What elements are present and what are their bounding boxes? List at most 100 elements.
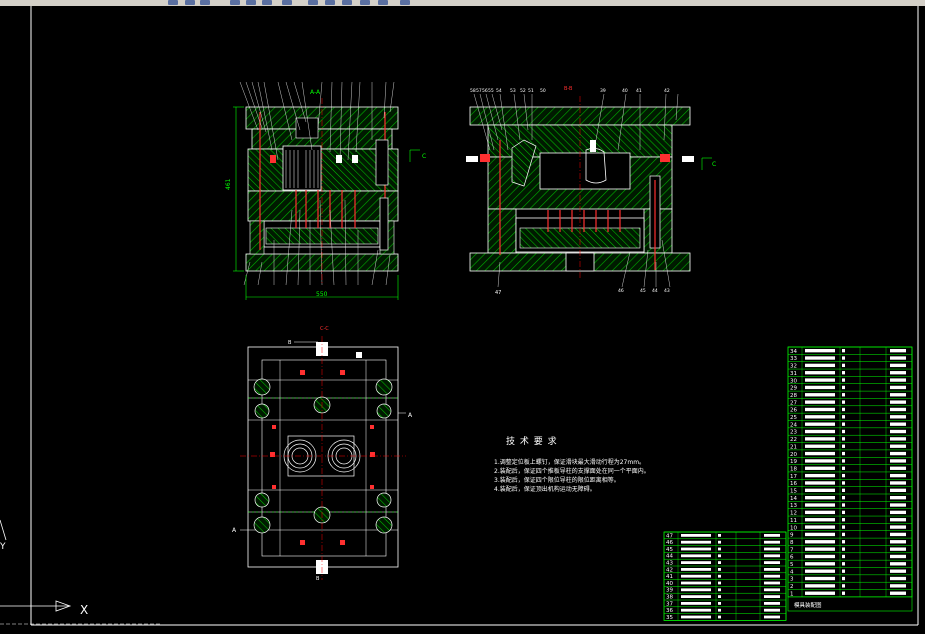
bom-right-row-number: 32 (790, 364, 797, 370)
section-b-top-label: 55 (488, 88, 494, 94)
bom-right-row-number: 30 (790, 378, 797, 384)
section-a-side-mark: C (422, 153, 426, 160)
section-b-bottom-label: 44 (652, 288, 658, 294)
section-b-top-label: 39 (600, 88, 606, 94)
section-b-side-mark: C (712, 161, 716, 168)
bom-right-row-number: 20 (790, 452, 797, 458)
tech-req-item-3: 3.装配后，保证四个限位导柱的限位距离相等。 (494, 477, 620, 484)
drawing-canvas[interactable]: A-A 461 550 C (0, 6, 925, 630)
section-a-title: A-A (310, 89, 321, 96)
pan-icon[interactable] (342, 0, 352, 5)
section-b-top-label: 50 (540, 88, 546, 94)
ucs-x-label: X (80, 603, 89, 617)
bom-right-row-number: 2 (790, 584, 794, 590)
plan-view-right-mark: A (408, 412, 413, 419)
bom-bottom-row-number: 45 (666, 547, 673, 553)
section-b-top-label: 54 (496, 88, 502, 94)
bom-right-row-number: 31 (790, 371, 797, 377)
bom-table-right: 3433323130292827262524232221201918171615… (787, 346, 913, 597)
bom-right-row-number: 25 (790, 415, 797, 421)
bom-right-row-number: 15 (790, 489, 797, 495)
properties-icon[interactable] (400, 0, 410, 5)
bom-right-row-number: 11 (790, 518, 797, 524)
open-icon[interactable] (185, 0, 195, 5)
tech-req-item-1: 1.调整定位板上螺钉，保证滑块最大滑动行程为27mm。 (494, 459, 646, 466)
section-a-view: A-A 461 550 C (225, 81, 426, 300)
section-b-bottom-label: 46 (618, 288, 624, 294)
bom-right-row-number: 14 (790, 496, 797, 502)
bom-right-row-number: 17 (790, 474, 797, 480)
section-b-top-label: 51 (528, 88, 534, 94)
ucs-icon (0, 519, 72, 612)
bom-right-row-number: 13 (790, 503, 797, 509)
redo-icon[interactable] (325, 0, 335, 5)
copy-icon[interactable] (262, 0, 272, 5)
bom-right-row-number: 3 (790, 577, 794, 583)
section-b-top-label: 40 (622, 88, 628, 94)
bom-right-row-number: 29 (790, 386, 797, 392)
plan-view-bottom-mark: B (316, 576, 320, 582)
section-b-label-47: 47 (495, 290, 501, 296)
undo-icon[interactable] (308, 0, 318, 5)
bom-right-row-number: 22 (790, 437, 797, 443)
technical-requirements: 技 术 要 求 1.调整定位板上螺钉，保证滑块最大滑动行程为27mm。 2.装配… (494, 438, 650, 494)
section-b-top-label: 57 (476, 88, 482, 94)
bom-right-row-number: 24 (790, 422, 797, 428)
bom-right-row-number: 1 (790, 591, 794, 597)
bom-right-row-number: 34 (790, 349, 797, 355)
bom-right-row-number: 12 (790, 511, 797, 517)
bom-bottom-row-number: 35 (666, 615, 673, 621)
bom-bottom-row-number: 46 (666, 540, 673, 546)
zoom-icon[interactable] (360, 0, 370, 5)
bom-right-row-number: 7 (790, 547, 794, 553)
tech-req-item-2: 2.装配后，保证四个推板导柱的支撑面处在同一个平面内。 (494, 468, 650, 475)
bom-bottom-row-number: 44 (666, 554, 673, 560)
toolbar (0, 0, 925, 6)
section-b-bottom-label: 43 (664, 288, 670, 294)
plan-view-left-mark: B (288, 340, 292, 346)
bom-bottom-row-number: 36 (666, 608, 673, 614)
new-icon[interactable] (168, 0, 178, 5)
bom-title-block: 模具装配图 (794, 601, 822, 609)
bom-right-row-number: 21 (790, 444, 797, 450)
layer-icon[interactable] (378, 0, 388, 5)
bom-right-row-number: 10 (790, 525, 797, 531)
bom-right-row-number: 33 (790, 356, 797, 362)
section-b-top-label: 41 (636, 88, 642, 94)
section-b-top-label: 58 (470, 88, 476, 94)
plan-view-title: C-C (320, 326, 329, 332)
section-b-view: B-B C 47 (466, 86, 716, 296)
bom-right-row-number: 27 (790, 400, 797, 406)
ucs-y-label: Y (0, 542, 6, 552)
section-b-bottom-label: 45 (640, 288, 646, 294)
paste-icon[interactable] (282, 0, 292, 5)
print-icon[interactable] (230, 0, 240, 5)
bom-bottom-row-number: 42 (666, 567, 673, 573)
bom-right-row-number: 16 (790, 481, 797, 487)
section-a-width-dim: 550 (316, 291, 328, 298)
bom-bottom-row-number: 39 (666, 588, 673, 594)
bom-bottom-row-number: 40 (666, 581, 673, 587)
tech-req-item-4: 4.装配后，保证顶出机构运动无障碍。 (494, 486, 596, 493)
bom-right-row-number: 28 (790, 393, 797, 399)
bom-right-row-number: 9 (790, 533, 794, 539)
technical-requirements-title: 技 术 要 求 (506, 437, 558, 447)
drawing-svg: A-A 461 550 C (0, 6, 919, 626)
save-icon[interactable] (200, 0, 210, 5)
section-b-top-label: 42 (664, 88, 670, 94)
bom-bottom-row-number: 41 (666, 574, 673, 580)
bom-bottom-row-number: 47 (666, 533, 673, 539)
plan-view-bottom-left-mark: A (232, 527, 237, 534)
bom-bottom-row-number: 38 (666, 595, 673, 601)
plan-view: C-C B A A B (232, 326, 413, 582)
cut-icon[interactable] (246, 0, 256, 5)
bom-right-row-number: 23 (790, 430, 797, 436)
bom-bottom-row-number: 43 (666, 561, 673, 567)
bom-right-row-number: 8 (790, 540, 794, 546)
bom-bottom-row-number: 37 (666, 601, 673, 607)
bom-right-row-number: 6 (790, 555, 794, 561)
section-a-height-dim: 461 (225, 178, 232, 190)
bom-right-row-number: 4 (790, 569, 794, 575)
